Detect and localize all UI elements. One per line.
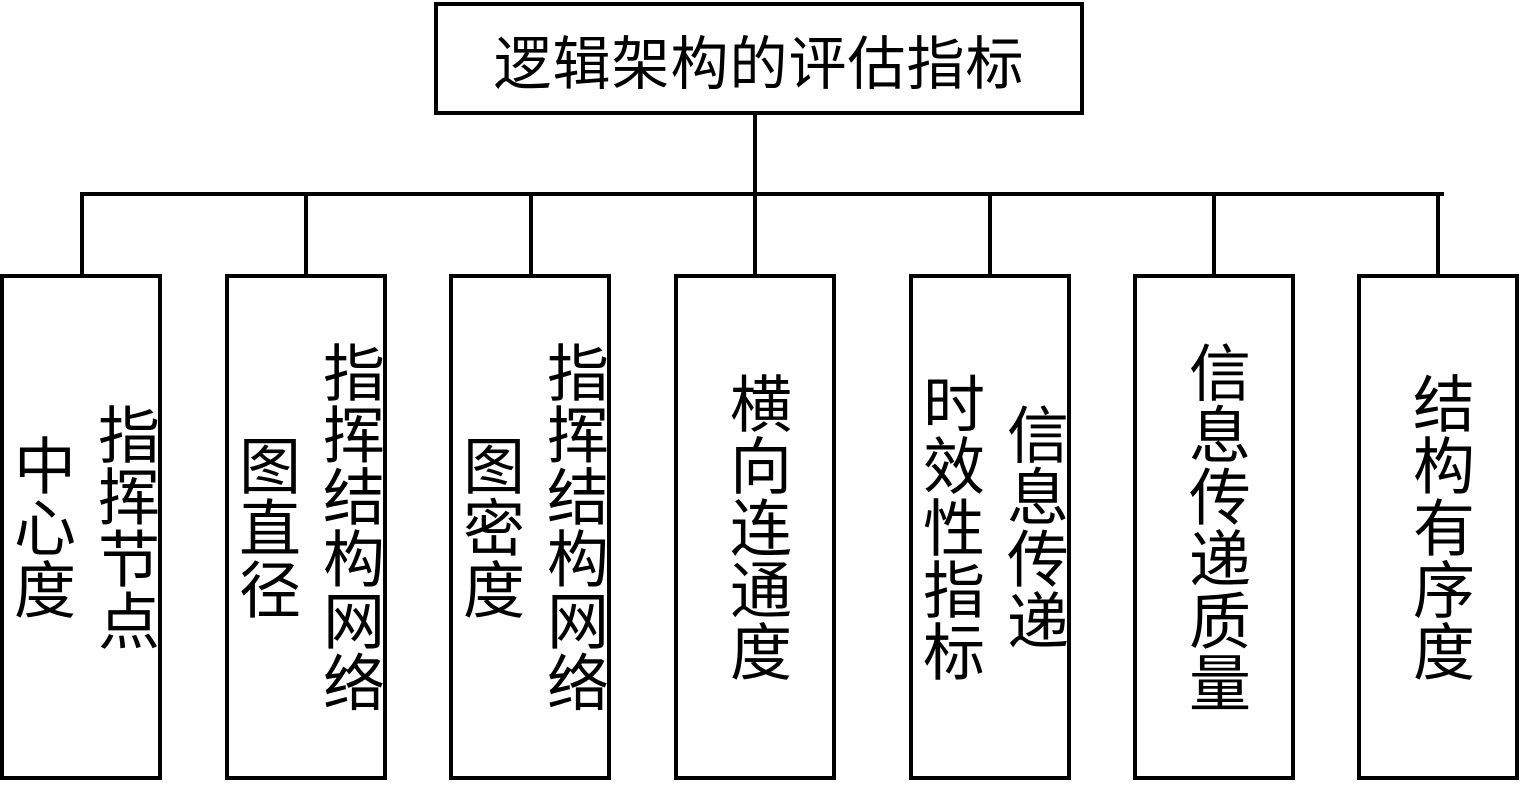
leaf-node-7-line-1: 结构有序度 <box>1402 372 1475 682</box>
leaf-node-3: 指挥结构网络 图密度 <box>449 274 611 780</box>
root-node-label: 逻辑架构的评估指标 <box>493 29 1025 98</box>
leaf-node-5: 信息传递 时效性指标 <box>909 274 1071 780</box>
leaf-node-2-line-2: 图直径 <box>228 434 301 620</box>
branch-drop-line-7 <box>1436 192 1440 276</box>
branch-drop-line-3 <box>529 192 533 276</box>
leaf-node-7: 结构有序度 <box>1357 274 1519 780</box>
branch-drop-line-5 <box>988 192 992 276</box>
branch-drop-line-6 <box>1212 192 1216 276</box>
leaf-node-3-line-1: 指挥结构网络 <box>536 341 609 713</box>
leaf-node-2-line-1: 指挥结构网络 <box>312 341 385 713</box>
root-stem-line <box>753 115 757 196</box>
leaf-node-1-line-2: 中心度 <box>3 434 76 620</box>
branch-drop-line-4 <box>753 192 757 276</box>
branch-drop-line-2 <box>304 192 308 276</box>
leaf-node-6-line-1: 信息传递质量 <box>1178 341 1251 713</box>
leaf-node-5-line-1: 信息传递 <box>996 403 1069 651</box>
leaf-node-5-line-2: 时效性指标 <box>912 372 985 682</box>
leaf-node-2: 指挥结构网络 图直径 <box>225 274 387 780</box>
leaf-node-1: 指挥节点 中心度 <box>0 274 162 780</box>
branch-drop-line-1 <box>80 192 84 276</box>
root-node: 逻辑架构的评估指标 <box>434 2 1084 115</box>
leaf-node-4: 横向连通度 <box>674 274 836 780</box>
branch-bus-line <box>80 192 1444 196</box>
leaf-node-6: 信息传递质量 <box>1133 274 1295 780</box>
leaf-node-4-line-1: 横向连通度 <box>719 372 792 682</box>
leaf-node-1-line-1: 指挥节点 <box>87 403 160 651</box>
leaf-node-3-line-2: 图密度 <box>452 434 525 620</box>
